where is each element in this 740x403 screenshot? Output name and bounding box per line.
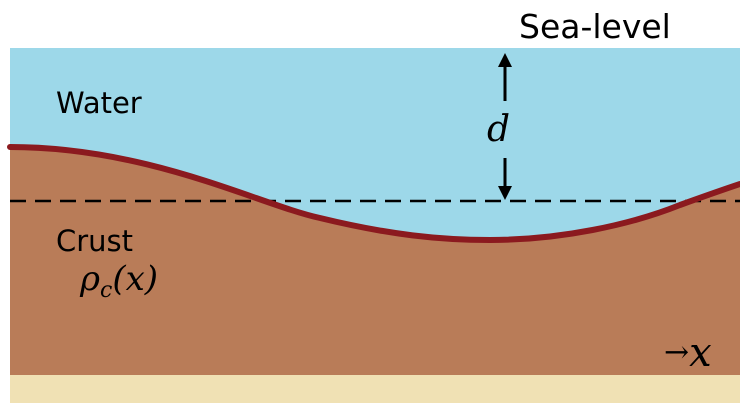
x-direction-arrow-icon: → xyxy=(664,335,690,370)
water-label: Water xyxy=(56,86,142,120)
depth-symbol: d xyxy=(487,109,511,150)
density-subscript: c xyxy=(100,278,113,303)
depth-arrow-up xyxy=(498,53,512,101)
crust-label: Crust xyxy=(56,224,134,258)
crust-layer xyxy=(10,147,740,375)
density-argument: (x) xyxy=(112,259,159,299)
sea-level-label: Sea-level xyxy=(519,7,671,46)
x-variable: x xyxy=(689,330,712,376)
crust-density-label: ρc(x) xyxy=(80,259,159,302)
depth-arrow-down xyxy=(498,158,512,200)
x-axis-label: →x xyxy=(664,333,712,373)
bedrock-strip xyxy=(10,375,740,403)
density-rho: ρ xyxy=(80,259,100,299)
crust-surface-curve xyxy=(7,144,740,244)
